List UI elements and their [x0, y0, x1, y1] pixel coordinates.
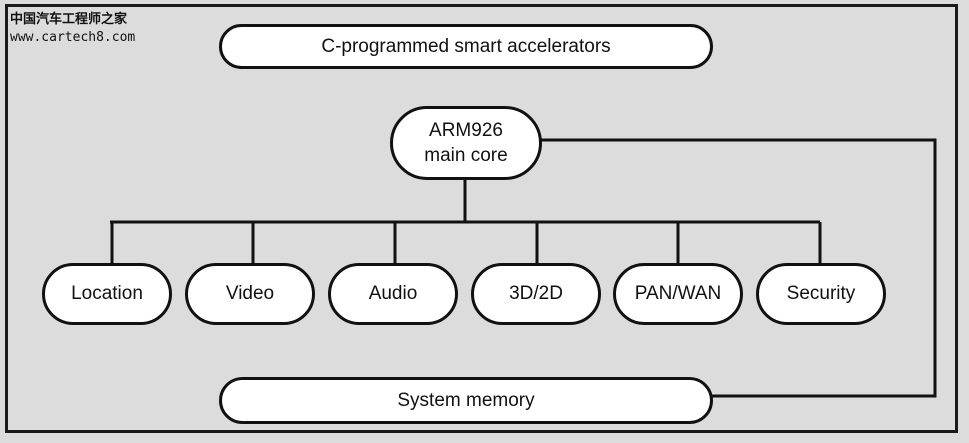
module-security: Security	[756, 263, 886, 325]
module-label: PAN/WAN	[634, 283, 722, 304]
module-location: Location	[42, 263, 172, 325]
diagram-frame	[5, 4, 958, 433]
accelerators-box: C-programmed smart accelerators	[219, 24, 713, 69]
module-label: Location	[71, 283, 143, 304]
accelerators-label: C-programmed smart accelerators	[321, 35, 611, 57]
module-label: 3D/2D	[509, 283, 563, 304]
core-line-1: ARM926	[429, 120, 503, 141]
module-audio: Audio	[328, 263, 458, 325]
watermark-site-name: 中国汽车工程师之家	[10, 12, 128, 27]
watermark-url: www.cartech8.com	[10, 30, 136, 45]
system-memory-label: System memory	[397, 389, 535, 411]
module-video: Video	[185, 263, 315, 325]
main-core-box: ARM926 main core	[390, 106, 542, 180]
module-label: Security	[786, 283, 856, 304]
core-line-2: main core	[424, 145, 508, 166]
module-3d2d: 3D/2D	[471, 263, 601, 325]
system-memory-box: System memory	[219, 377, 713, 424]
module-panwan: PAN/WAN	[613, 263, 743, 325]
module-label: Audio	[368, 283, 418, 304]
module-label: Video	[225, 283, 275, 304]
core-to-memory-line	[540, 138, 937, 398]
